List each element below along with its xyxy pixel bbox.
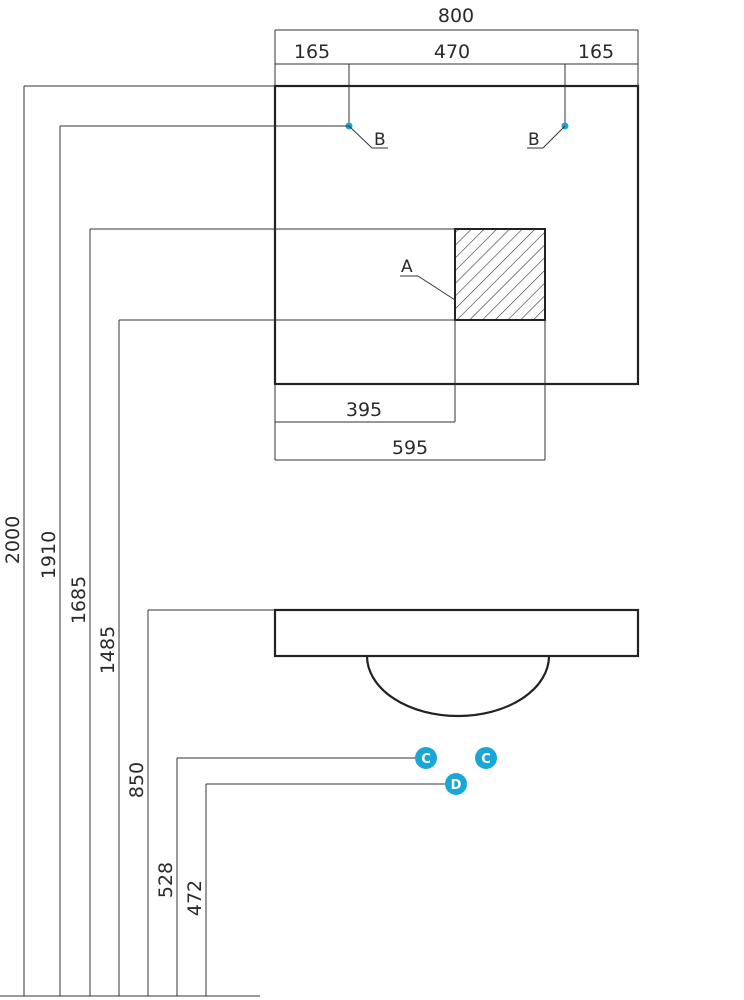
mirror-outline	[273, 84, 640, 386]
dim-470-text: 470	[434, 41, 470, 63]
dim-1910-text: 1910	[38, 531, 60, 579]
dim-165-right-text: 165	[578, 41, 614, 63]
dim-395-text: 395	[346, 399, 382, 421]
b-right-label: B	[528, 130, 540, 150]
dim-595-text: 595	[392, 437, 428, 459]
dim-850-text: 850	[126, 762, 148, 798]
basin-bowl	[365, 655, 551, 718]
b-left-label: B	[374, 130, 386, 150]
a-label: A	[401, 257, 413, 277]
marker-c-left-text: C	[421, 752, 431, 767]
marker-c-right: C	[475, 747, 497, 769]
dim-528-text: 528	[155, 862, 177, 898]
dim-1685-text: 1685	[68, 576, 90, 624]
dim-472-text: 472	[184, 880, 206, 916]
marker-c-left: C	[415, 747, 437, 769]
a-leader	[417, 275, 456, 301]
marker-d-text: D	[451, 778, 462, 793]
dim-800-text: 800	[438, 5, 474, 27]
area-a-hatch	[454, 228, 546, 321]
b-right-leader	[542, 125, 566, 149]
basin-outline	[273, 608, 640, 658]
dim-165-left-text: 165	[294, 41, 330, 63]
dim-1485-text: 1485	[97, 626, 119, 674]
dim-2000-text: 2000	[2, 516, 24, 564]
b-left-leader	[348, 125, 373, 149]
marker-d: D	[445, 773, 467, 795]
marker-c-right-text: C	[481, 752, 491, 767]
